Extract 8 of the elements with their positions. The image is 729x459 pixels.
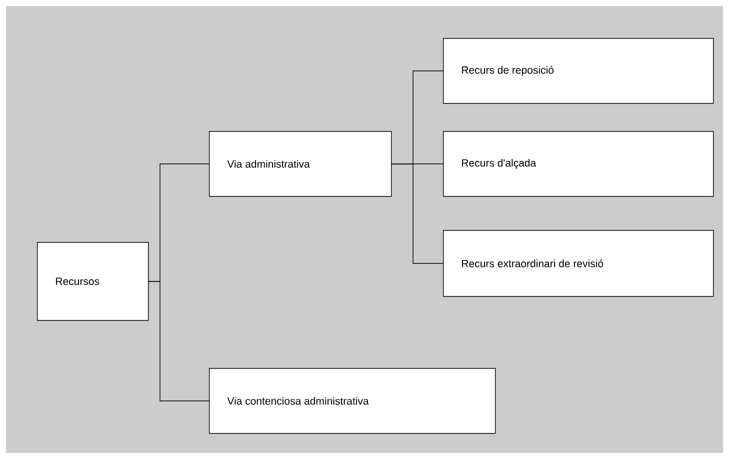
connector-line [391, 164, 444, 264]
label-box: Recurs de reposició [443, 38, 714, 104]
label-box: Via administrativa [209, 131, 392, 197]
connector-line [148, 281, 210, 402]
label-box: Recurs extraordinari de revisió [443, 230, 714, 297]
label-box: Recurs d'alçada [443, 131, 714, 197]
label-box: Recursos [37, 242, 149, 321]
label-box: Via contenciosa administrativa [209, 368, 496, 434]
